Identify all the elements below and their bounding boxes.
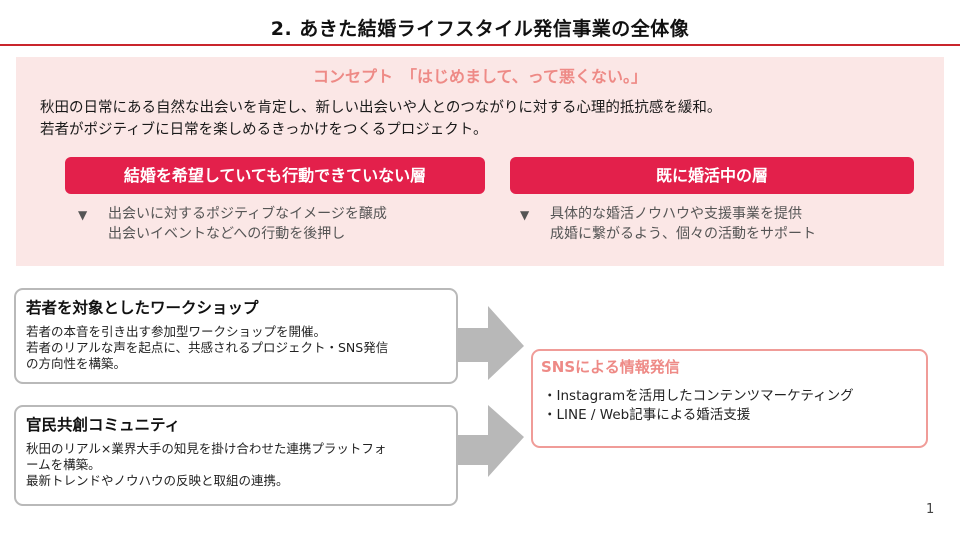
concept-description-line: 秋田の日常にある自然な出会いを肯定し、新しい出会いや人とのつながりに対する心理的… <box>40 100 722 116</box>
arrow-right-icon <box>458 306 524 380</box>
card-body-line: 若者のリアルな声を起点に、共感されるプロジェクト・SNS発信 <box>26 340 389 355</box>
sns-box: SNSによる情報発信 ・Instagramを活用したコンテンツマーケティング ・… <box>531 349 928 448</box>
sns-title: SNSによる情報発信 <box>541 358 680 376</box>
card-body-line: の方向性を構築。 <box>26 356 127 371</box>
sns-items: ・Instagramを活用したコンテンツマーケティング ・LINE / Web記… <box>543 387 854 425</box>
card-body-line: 最新トレンドやノウハウの反映と取組の連携。 <box>26 473 289 488</box>
page-number: 1 <box>926 502 935 517</box>
triangle-down-icon: ▼ <box>520 208 530 222</box>
workshop-card-body: 若者の本音を引き出す参加型ワークショップを開催。 若者のリアルな声を起点に、共感… <box>26 324 388 372</box>
concept-description-line: 若者がポジティブに日常を楽しめるきっかけをつくるプロジェクト。 <box>40 122 488 138</box>
community-card-body: 秋田のリアル×業界大手の知見を掛け合わせた連携プラットフォ ームを構築。 最新ト… <box>26 441 386 489</box>
segment-badge-undecided: 結婚を希望していても行動できていない層 <box>65 157 485 194</box>
sns-item: ・Instagramを活用したコンテンツマーケティング <box>543 388 854 404</box>
page-title: 2. あきた結婚ライフスタイル発信事業の全体像 <box>270 18 690 40</box>
segment-note: 出会いに対するポジティブなイメージを醸成 <box>108 206 387 222</box>
arrow-right-icon <box>458 405 524 477</box>
workshop-card: 若者を対象としたワークショップ 若者の本音を引き出す参加型ワークショップを開催。… <box>14 288 458 384</box>
segment-note: 出会いイベントなどへの行動を後押し <box>108 226 346 242</box>
workshop-card-title: 若者を対象としたワークショップ <box>26 299 259 317</box>
triangle-down-icon: ▼ <box>78 208 88 222</box>
segment-note: 成婚に繋がるよう、個々の活動をサポート <box>550 226 816 242</box>
concept-heading: コンセプト 「はじめまして、って悪くない。」 <box>313 67 647 86</box>
sns-item: ・LINE / Web記事による婚活支援 <box>543 407 751 423</box>
card-body-line: 秋田のリアル×業界大手の知見を掛け合わせた連携プラットフォ <box>26 441 387 456</box>
community-card: 官民共創コミュニティ 秋田のリアル×業界大手の知見を掛け合わせた連携プラットフォ… <box>14 405 458 506</box>
segment-notes-active: ▼ 具体的な婚活ノウハウや支援事業を提供 成婚に繋がるよう、個々の活動をサポート <box>520 204 816 244</box>
community-card-title: 官民共創コミュニティ <box>26 416 181 434</box>
concept-description: 秋田の日常にある自然な出会いを肯定し、新しい出会いや人とのつながりに対する心理的… <box>40 97 930 141</box>
segment-note: 具体的な婚活ノウハウや支援事業を提供 <box>550 206 802 222</box>
concept-panel: コンセプト 「はじめまして、って悪くない。」 秋田の日常にある自然な出会いを肯定… <box>16 57 944 266</box>
card-body-line: ームを構築。 <box>26 457 101 472</box>
segment-notes-undecided: ▼ 出会いに対するポジティブなイメージを醸成 出会いイベントなどへの行動を後押し <box>78 204 387 244</box>
card-body-line: 若者の本音を引き出す参加型ワークショップを開催。 <box>26 324 327 339</box>
segment-badge-active: 既に婚活中の層 <box>510 157 914 194</box>
title-divider <box>0 44 960 46</box>
